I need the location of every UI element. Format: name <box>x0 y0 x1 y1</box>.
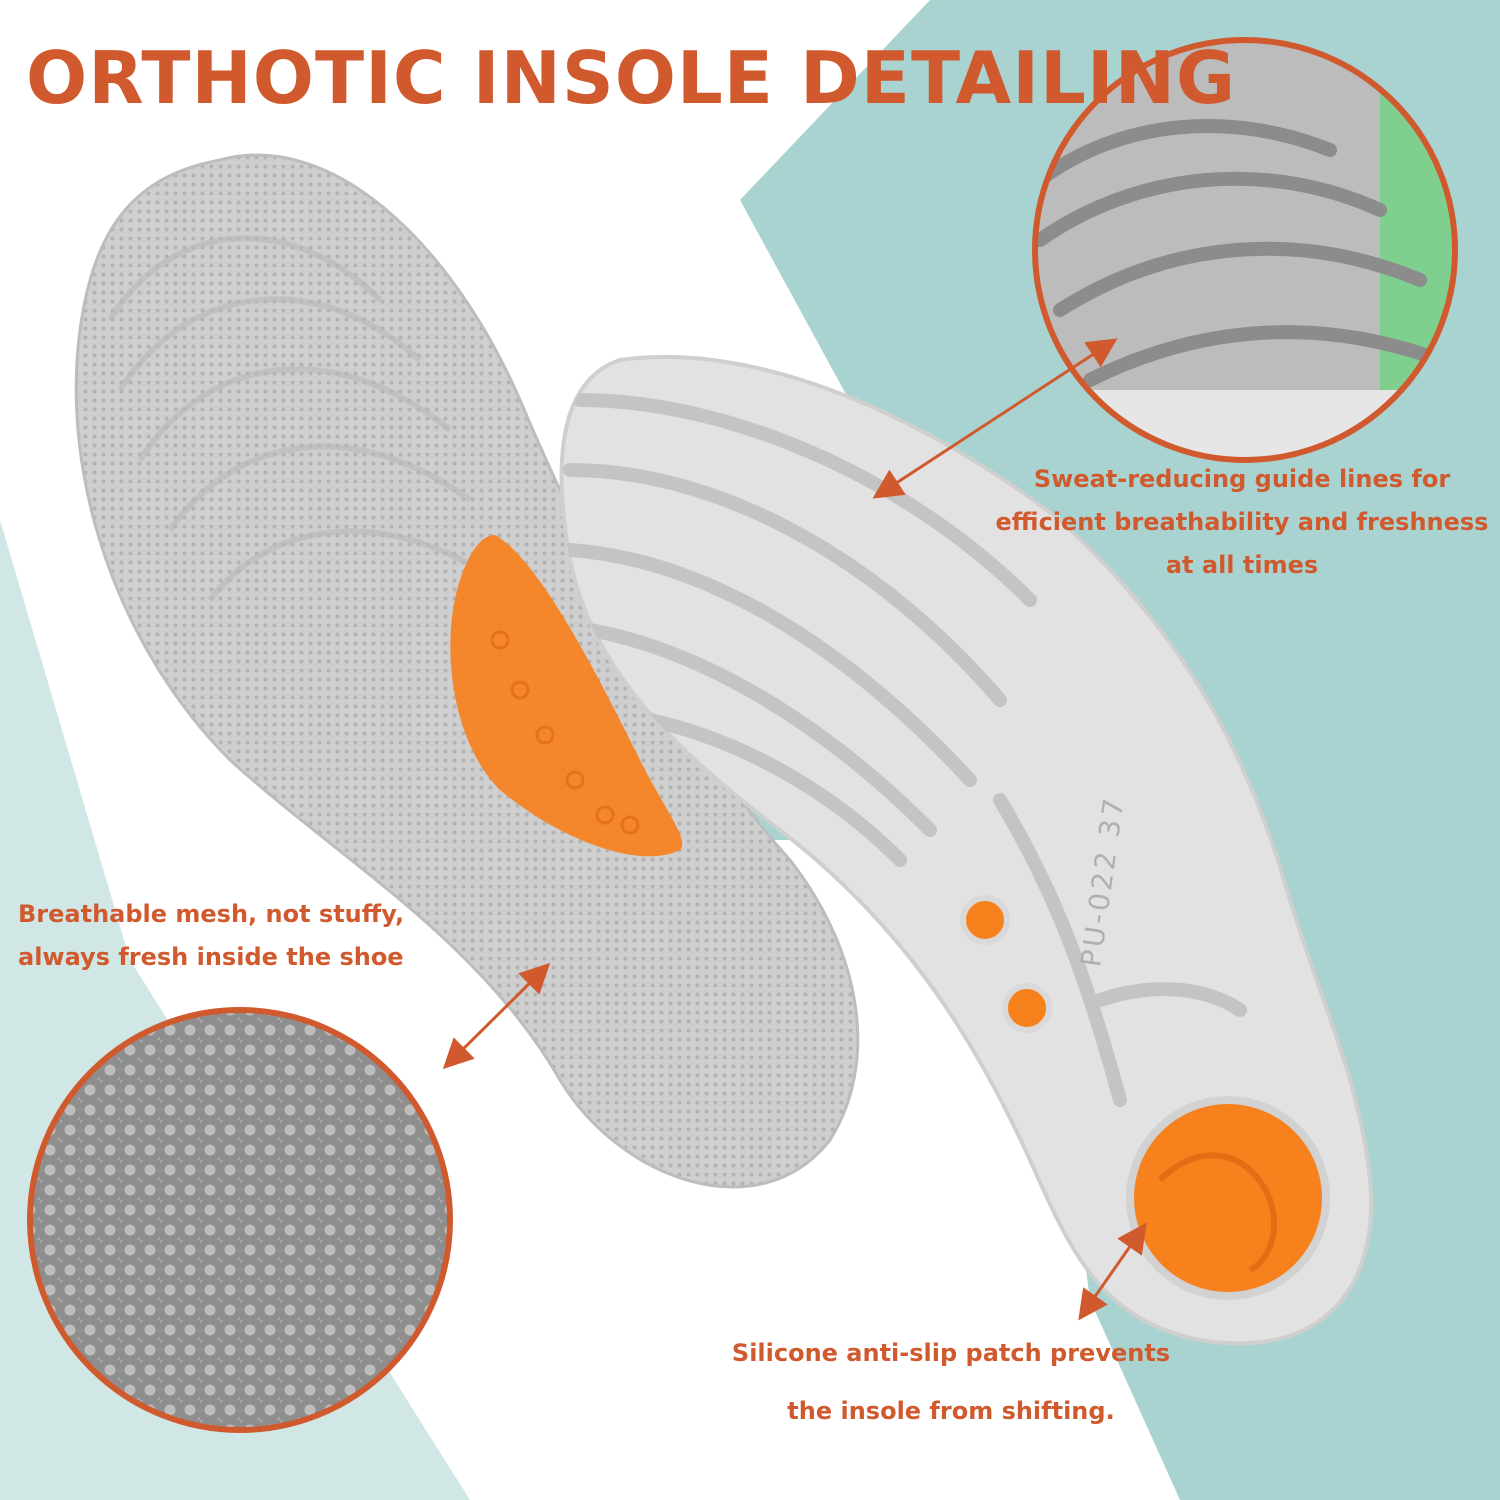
callout-line: Silicone anti-slip patch prevents <box>731 1339 1171 1367</box>
page-title: ORTHOTIC INSOLE DETAILING <box>26 36 1237 120</box>
arch-gel-pad <box>450 535 683 857</box>
guide-lines-callout: Sweat-reducing guide lines for efficient… <box>992 458 1492 587</box>
callout-line: the insole from shifting. <box>787 1397 1115 1425</box>
mesh-arrow <box>442 962 551 1070</box>
callout-line: Sweat-reducing guide lines for <box>1033 465 1451 493</box>
mesh-callout: Breathable mesh, not stuffy, always fres… <box>18 893 405 979</box>
orange-dot <box>960 895 1010 945</box>
anti-slip-arrow <box>1078 1222 1147 1321</box>
callout-line: always fresh inside the shoe <box>18 943 404 971</box>
callout-line: at all times <box>1165 551 1319 579</box>
callout-line: efficient breathability and freshness <box>995 508 1489 536</box>
orange-dot <box>1002 983 1052 1033</box>
right-insole <box>559 354 1373 1346</box>
callout-line: Breathable mesh, not stuffy, <box>18 900 405 928</box>
guide-lines-arrow <box>872 338 1118 499</box>
heel-silicone-patch <box>1126 1096 1330 1300</box>
anti-slip-callout: Silicone anti-slip patch prevents the in… <box>716 1324 1186 1440</box>
